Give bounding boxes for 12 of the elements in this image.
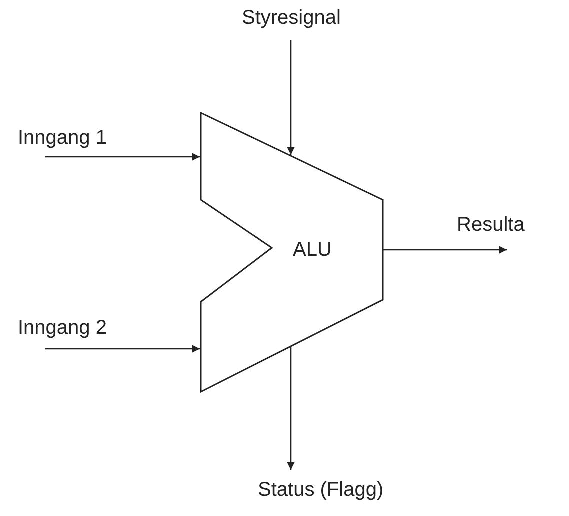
control-signal-label: Styresignal bbox=[242, 6, 341, 30]
output-label: Resulta bbox=[457, 213, 525, 237]
arrow bbox=[45, 345, 200, 353]
arrow bbox=[45, 153, 200, 161]
input-label: Inngang 1 bbox=[18, 126, 107, 150]
arrow bbox=[383, 246, 507, 254]
alu-shape bbox=[200, 112, 384, 393]
output-label: Status (Flagg) bbox=[258, 478, 384, 502]
input-label: Inngang 2 bbox=[18, 316, 107, 340]
arrow bbox=[287, 346, 295, 470]
alu-label: ALU bbox=[293, 238, 332, 262]
arrow bbox=[287, 40, 295, 155]
